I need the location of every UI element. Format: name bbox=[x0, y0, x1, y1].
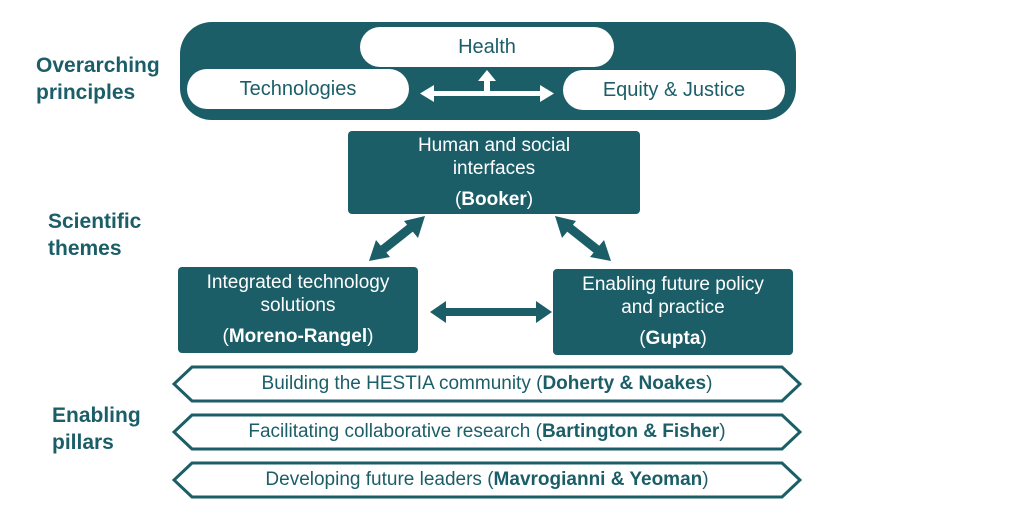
pillar-shape bbox=[172, 413, 802, 451]
arrow-human-tech bbox=[369, 216, 425, 261]
pillar-text: Facilitating collaborative research (Bar… bbox=[172, 413, 802, 451]
principle-technologies: Technologies bbox=[187, 69, 409, 109]
pillar-future-leaders: Developing future leaders (Mavrogianni &… bbox=[172, 461, 802, 499]
pillar-shape bbox=[172, 365, 802, 403]
pillar-building-community: Building the HESTIA community (Doherty &… bbox=[172, 365, 802, 403]
theme-title-line: Human and social bbox=[417, 135, 571, 156]
theme-integrated-technology: Integrated technology solutions (Moreno-… bbox=[178, 267, 418, 353]
pillar-text: Building the HESTIA community (Doherty &… bbox=[172, 365, 802, 403]
arrow-human-policy bbox=[555, 216, 611, 261]
label-enabling-pillars: Enabling pillars bbox=[52, 402, 141, 456]
pillar-lead: Doherty & Noakes bbox=[542, 373, 707, 394]
label-line: pillars bbox=[52, 431, 114, 454]
principle-equity-justice: Equity & Justice bbox=[563, 70, 785, 110]
pillar-close: ) bbox=[706, 373, 713, 394]
theme-title-line: Enabling future policy bbox=[582, 274, 764, 295]
pillar-close: ) bbox=[719, 421, 726, 442]
arrow-tech-policy bbox=[430, 301, 552, 323]
lead-name: Booker bbox=[461, 189, 527, 210]
label-line: themes bbox=[48, 237, 122, 260]
principles-up-arrow bbox=[478, 70, 496, 93]
theme-title-line: interfaces bbox=[452, 158, 536, 179]
principle-health: Health bbox=[360, 27, 614, 67]
theme-lead: (Booker) bbox=[454, 189, 534, 210]
pillar-shape bbox=[172, 461, 802, 499]
label-line: principles bbox=[36, 81, 136, 104]
pillar-text: Developing future leaders (Mavrogianni &… bbox=[172, 461, 802, 499]
pillar-collaborative-research: Facilitating collaborative research (Bar… bbox=[172, 413, 802, 451]
lead-name: Moreno-Rangel bbox=[228, 326, 368, 347]
theme-enabling-policy: Enabling future policy and practice (Gup… bbox=[553, 269, 793, 355]
theme-title-line: Integrated technology bbox=[206, 272, 390, 293]
lead-name: Gupta bbox=[645, 328, 701, 349]
pillar-label: Building the HESTIA community ( bbox=[261, 373, 543, 394]
label-overarching-principles: Overarching principles bbox=[36, 52, 160, 106]
pillar-close: ) bbox=[702, 469, 709, 490]
theme-lead: (Moreno-Rangel) bbox=[222, 326, 374, 347]
principles-double-arrow bbox=[420, 85, 554, 102]
label-line: Overarching bbox=[36, 54, 160, 77]
pillar-label: Developing future leaders ( bbox=[265, 469, 494, 490]
pillar-lead: Mavrogianni & Yeoman bbox=[493, 469, 703, 490]
label-scientific-themes: Scientific themes bbox=[48, 208, 141, 262]
label-line: Scientific bbox=[48, 210, 142, 233]
theme-title-line: and practice bbox=[621, 297, 725, 318]
theme-lead: (Gupta) bbox=[639, 328, 707, 349]
theme-human-social-interfaces: Human and social interfaces (Booker) bbox=[348, 131, 640, 214]
label-line: Enabling bbox=[52, 404, 141, 427]
pillar-lead: Bartington & Fisher bbox=[541, 421, 720, 442]
pillar-label: Facilitating collaborative research ( bbox=[248, 421, 542, 442]
theme-title-line: solutions bbox=[260, 295, 336, 316]
